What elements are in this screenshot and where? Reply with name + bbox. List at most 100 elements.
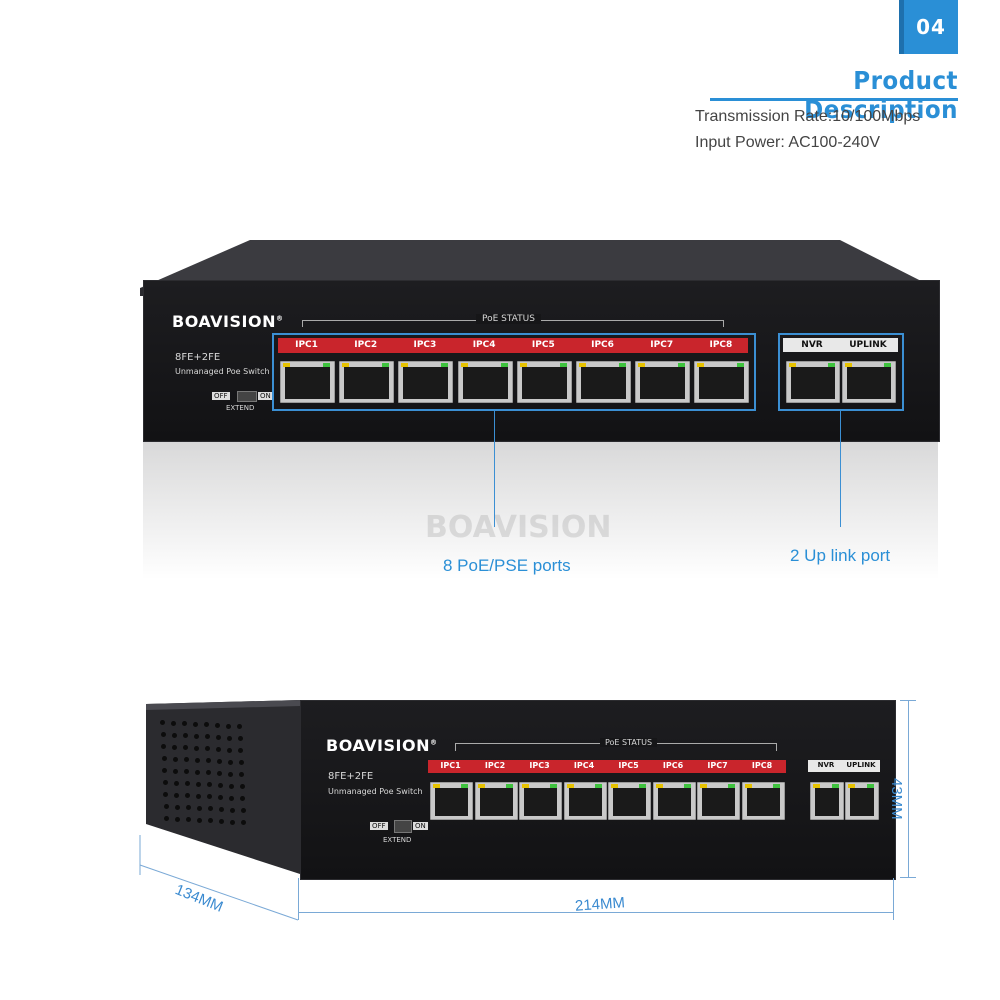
ethernet-port[interactable] [741,782,785,820]
ethernet-port[interactable] [608,782,651,820]
vent-hole [228,783,234,789]
model-label-angled: 8FE+2FE [328,771,374,782]
height-dimension-tick-top [900,700,916,701]
link-led [744,784,752,788]
ethernet-port[interactable] [786,361,840,403]
port-label: UPLINK [846,761,876,769]
port-label: IPC1 [295,340,318,350]
vent-hole [205,746,210,752]
link-led [813,784,820,788]
link-led [655,784,663,788]
ethernet-port[interactable] [339,361,395,403]
ethernet-port[interactable] [652,782,696,820]
port-label: IPC3 [413,340,437,350]
ethernet-port[interactable] [398,361,454,403]
vent-hole [206,770,211,776]
ethernet-port[interactable] [457,361,513,403]
poe-led [737,363,745,367]
vent-hole [217,783,223,788]
ethernet-port[interactable] [516,361,572,403]
title-underline [710,98,958,101]
vent-hole [194,745,199,751]
link-led [700,784,707,788]
vent-hole [183,745,188,751]
brand-name-angled: BOAVISION [326,736,430,755]
ethernet-port[interactable] [576,361,631,403]
vent-hole [183,757,189,763]
vent-hole [217,771,222,776]
poe-led [594,784,602,788]
port-label: IPC5 [618,761,639,770]
port-label: IPC2 [354,340,378,350]
vent-hole [185,793,190,799]
ethernet-port[interactable] [474,782,518,820]
poe-led [683,784,691,788]
ethernet-port[interactable] [845,782,879,820]
height-dimension-tick-bottom [900,877,916,878]
vent-hole [237,736,243,742]
link-led [460,363,468,367]
vent-hole [204,734,210,740]
ethernet-port[interactable] [563,782,607,820]
ethernet-port[interactable] [519,782,562,820]
vent-hole [193,733,199,739]
link-led [611,784,618,788]
poe-led [678,363,686,367]
switch-off-label-angled: OFF [370,822,388,830]
vent-hole [229,795,234,801]
watermark: BOAVISION [425,510,612,545]
width-dimension-label: 214MM [574,894,626,915]
vent-hole [238,760,244,766]
poe-led [772,784,780,788]
vent-hole [216,759,222,764]
ethernet-port[interactable] [697,782,740,820]
link-led [283,363,290,367]
vent-hole [171,720,176,726]
ethernet-port[interactable] [694,361,750,403]
vent-hole [205,758,211,764]
width-dimension-line [298,912,894,913]
port-label: IPC4 [573,761,595,770]
spec-input-power: Input Power: AC100-240V [695,134,881,151]
vent-hole [239,772,244,778]
vent-hole [161,744,166,749]
registered-mark: ® [275,314,284,323]
vent-hole [160,732,166,737]
poe-ports-highlight [272,333,756,411]
vent-hole [186,817,191,823]
switch-front-view: BOAVISION® 8FE+2FE Unmanaged Poe Switch … [140,240,940,580]
port-label: IPC3 [529,761,550,770]
ethernet-port[interactable] [842,361,896,403]
uplink-ports-highlight [778,333,904,411]
port-label: IPC7 [707,761,728,770]
poe-port-label-bar [278,338,748,353]
vent-hole [238,748,243,754]
vent-hole [207,806,213,812]
vent-hole [240,796,245,802]
ethernet-port[interactable] [810,782,844,820]
extend-toggle-angled[interactable] [394,820,412,833]
uplink-port-callout: 2 Up link port [790,546,891,565]
ethernet-port[interactable] [635,361,691,403]
vent-hole [173,768,178,774]
vent-hole [163,804,169,809]
brand-logo-angled: BOAVISION® [326,736,437,755]
poe-led [867,784,874,788]
port-label: IPC8 [751,761,773,770]
ethernet-port[interactable] [280,361,335,403]
extend-label-angled: EXTEND [383,836,412,844]
vent-hole [241,820,246,826]
port-label: IPC7 [650,340,674,350]
extend-toggle[interactable] [237,391,257,402]
port-label: IPC4 [472,340,496,350]
poe-led [619,363,626,367]
vent-hole [215,723,220,728]
ethernet-port[interactable] [430,782,473,820]
switch-off-label: OFF [212,392,230,400]
port-label: IPC1 [440,761,461,770]
link-led [433,784,440,788]
poe-led [639,784,646,788]
vent-hole [171,732,177,738]
link-led [519,363,527,367]
vent-hole [229,807,235,813]
